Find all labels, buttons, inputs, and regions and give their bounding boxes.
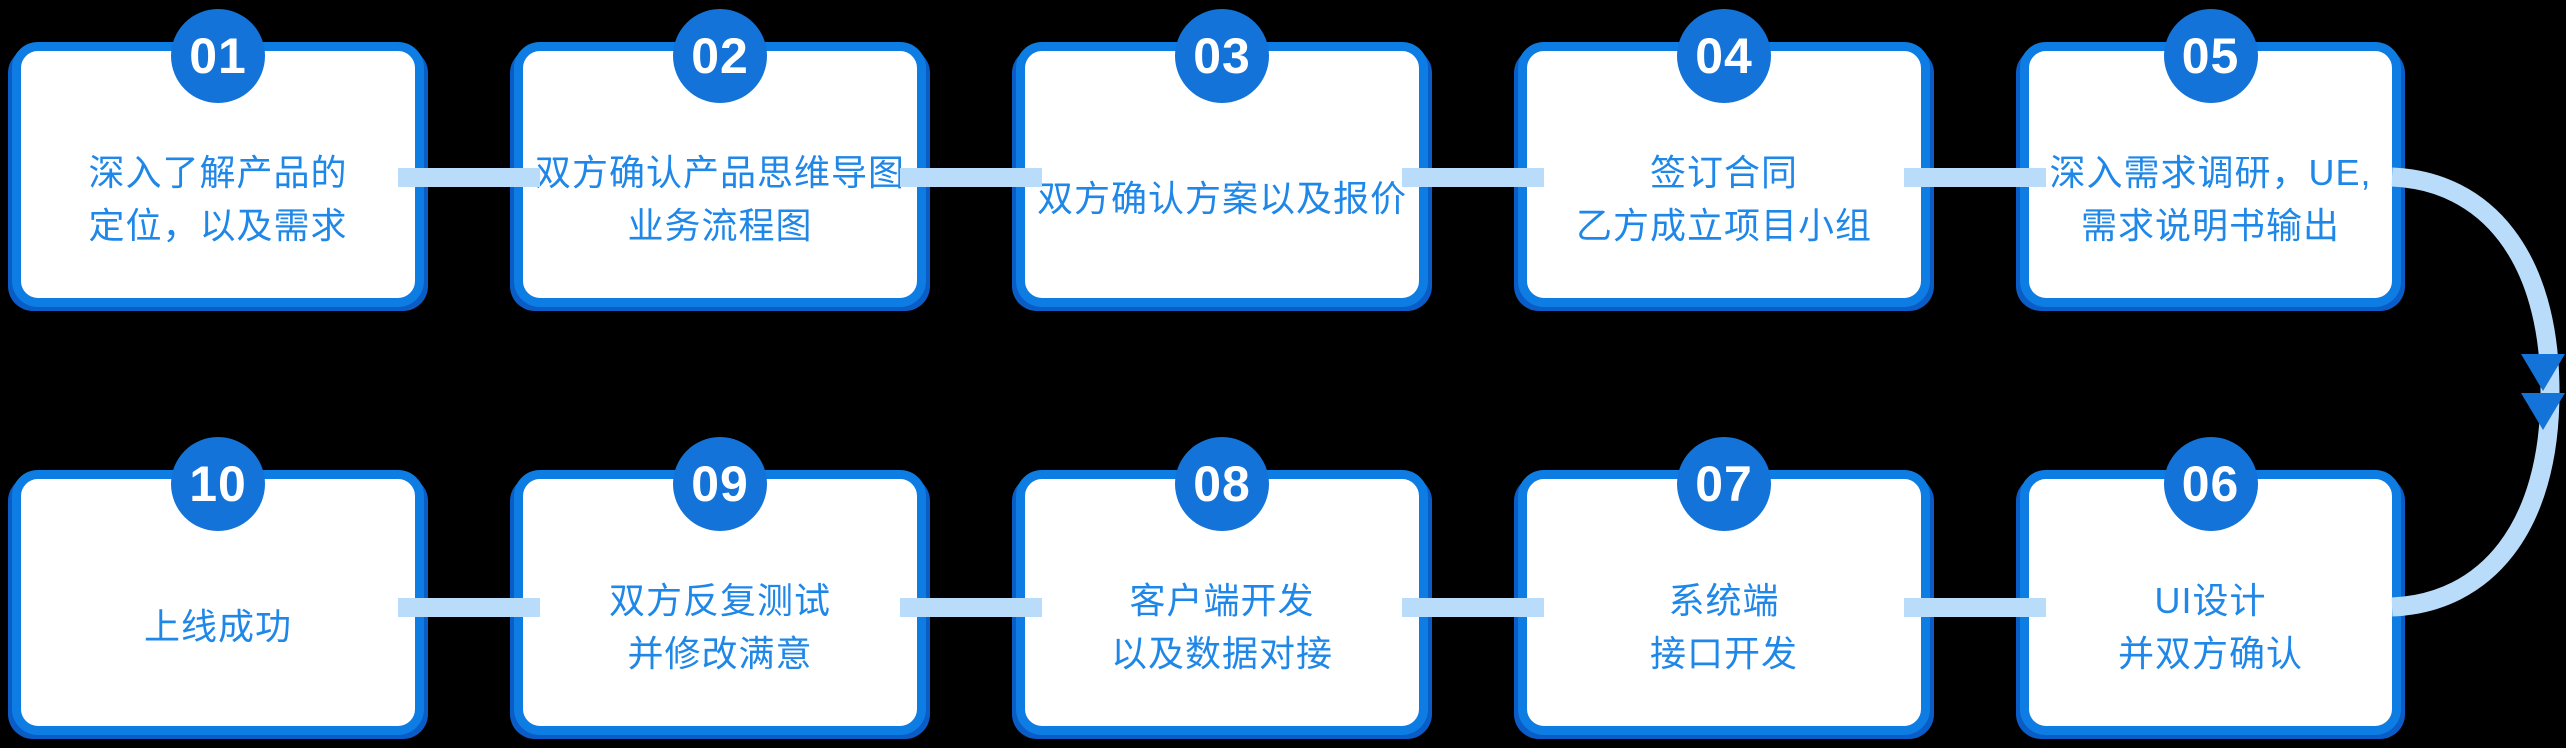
arrow-down-icon (2521, 354, 2565, 391)
step-description: 上线成功 (143, 606, 292, 647)
step-description: 深入需求调研，UE, 需求说明书输出 (2049, 151, 2372, 246)
step-description: 双方反复测试 并修改满意 (608, 579, 831, 674)
step-card-05: 05 深入需求调研，UE, 需求说明书输出 (2020, 9, 2401, 307)
step-10-number-badge: 10 (171, 437, 265, 531)
step-card-07: 07 系统端 接口开发 (1518, 437, 1930, 735)
step-card-04: 04 签订合同 乙方成立项目小组 (1518, 9, 1930, 307)
connector-bar (1904, 168, 2046, 187)
step-card-03: 03 双方确认方案以及报价 (1016, 9, 1428, 307)
step-number: 10 (189, 456, 247, 512)
step-number: 03 (1193, 28, 1251, 84)
step-01-number-badge: 01 (171, 9, 265, 103)
step-card-06: 06 UI设计 并双方确认 (2020, 437, 2401, 735)
step-number: 09 (691, 456, 749, 512)
step-03-number-badge: 03 (1175, 9, 1269, 103)
connector-bar (1904, 598, 2046, 617)
connector-bar (398, 168, 540, 187)
step-card-09: 09 双方反复测试 并修改满意 (514, 437, 926, 735)
step-04-number-badge: 04 (1677, 9, 1771, 103)
connector-bar (1402, 168, 1544, 187)
connector-bar (900, 598, 1042, 617)
step-card-02: 02 双方确认产品思维导图 业务流程图 (514, 9, 926, 307)
connector-bar (900, 168, 1042, 187)
step-06-number-badge: 06 (2163, 437, 2258, 531)
connector-bar (1402, 598, 1544, 617)
step-description: 客户端开发 以及数据对接 (1110, 579, 1333, 674)
loop-arrow-path (2391, 167, 2560, 617)
step-number: 01 (189, 28, 247, 84)
step-09-number-badge: 09 (673, 437, 767, 531)
step-07-number-badge: 07 (1677, 437, 1771, 531)
step-card-01: 01 深入了解产品的 定位，以及需求 (12, 9, 424, 307)
step-card-08: 08 客户端开发 以及数据对接 (1016, 437, 1428, 735)
step-number: 05 (2181, 28, 2240, 84)
connector-bar (398, 598, 540, 617)
step-description: 系统端 接口开发 (1649, 579, 1798, 674)
step-description: 双方确认产品思维导图 业务流程图 (534, 151, 905, 246)
step-05-number-badge: 05 (2163, 9, 2258, 103)
step-02-number-badge: 02 (673, 9, 767, 103)
step-description: 双方确认方案以及报价 (1036, 178, 1407, 219)
step-number: 08 (1193, 456, 1251, 512)
step-number: 02 (691, 28, 749, 84)
step-number: 06 (2181, 456, 2240, 512)
step-08-number-badge: 08 (1175, 437, 1269, 531)
step-number: 07 (1695, 456, 1753, 512)
arrow-down-icon (2521, 393, 2565, 430)
step-description: 深入了解产品的 定位，以及需求 (88, 151, 348, 246)
step-card-10: 10 上线成功 (12, 437, 424, 735)
step-description: UI设计 并双方确认 (2117, 579, 2303, 674)
step-number: 04 (1695, 28, 1753, 84)
step-description: 签订合同 乙方成立项目小组 (1575, 151, 1872, 246)
